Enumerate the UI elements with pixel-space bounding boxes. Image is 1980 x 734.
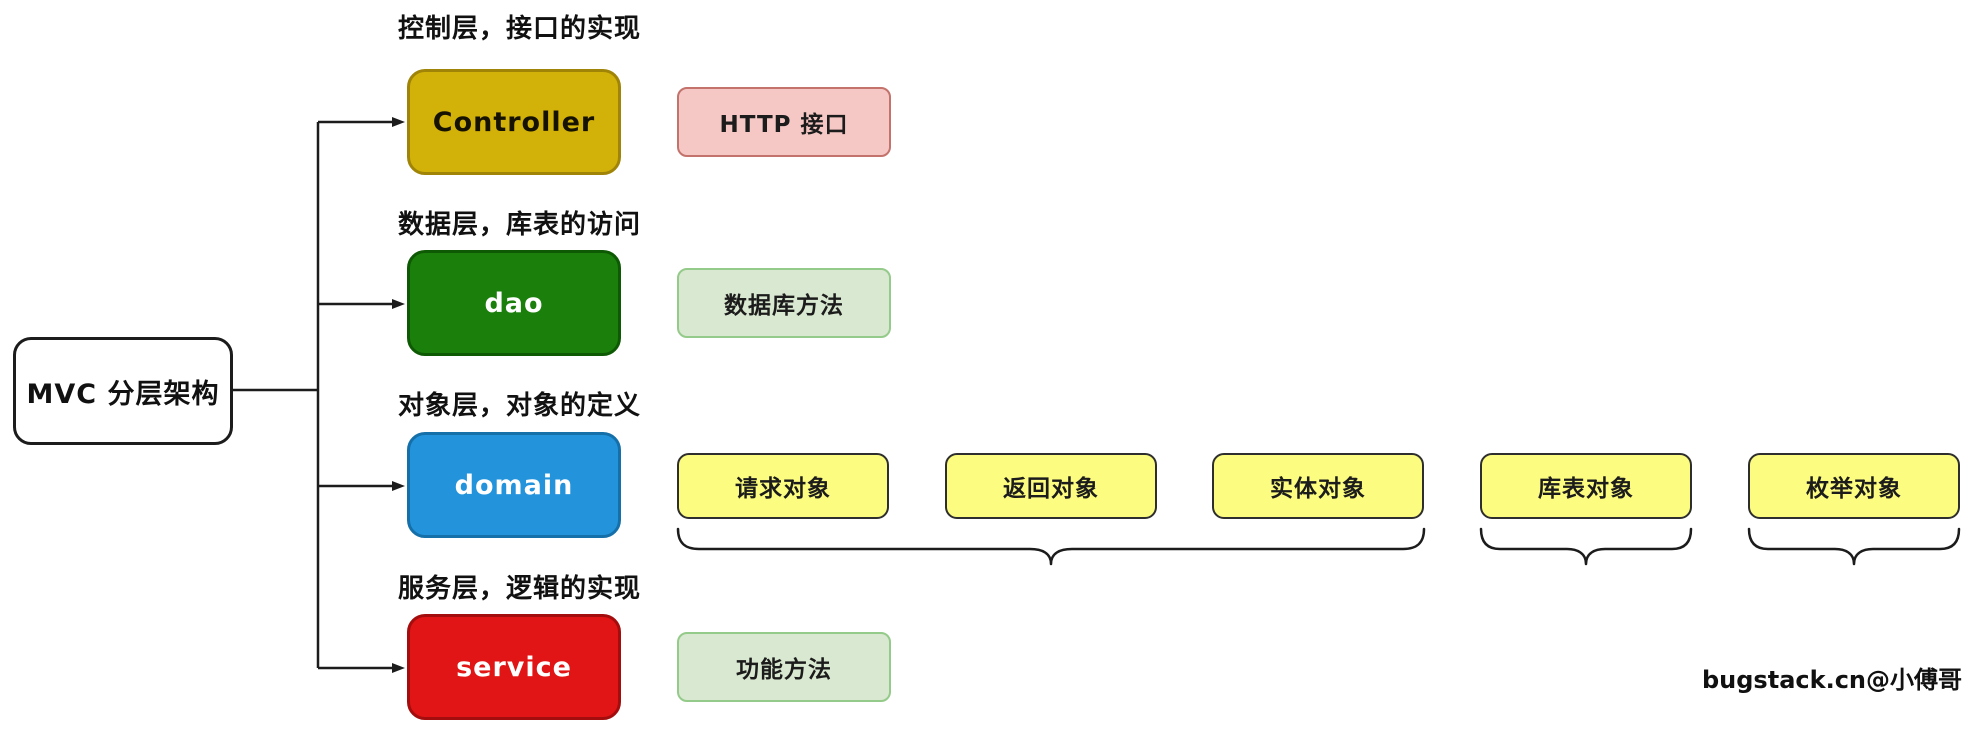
layer-node-controller: Controller — [407, 69, 621, 175]
brace-table-object — [1479, 527, 1693, 566]
object-box-table: 库表对象 — [1480, 453, 1692, 519]
layer-node-service: service — [407, 614, 621, 720]
object-box-table-label: 库表对象 — [1538, 476, 1634, 502]
object-box-entity-label: 实体对象 — [1270, 476, 1366, 502]
layer-node-controller-label: Controller — [432, 106, 596, 138]
root-node-mvc: MVC 分层架构 — [13, 337, 233, 445]
object-box-entity: 实体对象 — [1212, 453, 1424, 519]
object-box-request-label: 请求对象 — [735, 476, 831, 502]
annotation-database-methods-label: 数据库方法 — [724, 293, 844, 319]
object-box-enum-label: 枚举对象 — [1806, 476, 1902, 502]
layer-node-domain-label: domain — [454, 469, 574, 501]
brace-enum-object — [1747, 527, 1961, 566]
layer-node-dao-label: dao — [484, 287, 544, 319]
layer-heading-dao: 数据层，库表的访问 — [398, 210, 642, 240]
layer-heading-domain: 对象层，对象的定义 — [398, 391, 642, 421]
annotation-function-methods: 功能方法 — [677, 632, 891, 702]
layer-heading-controller: 控制层，接口的实现 — [398, 14, 642, 44]
object-box-response-label: 返回对象 — [1003, 476, 1099, 502]
object-box-response: 返回对象 — [945, 453, 1157, 519]
object-box-request: 请求对象 — [677, 453, 889, 519]
annotation-http-interface-label: HTTP 接口 — [719, 112, 849, 138]
layer-heading-service: 服务层，逻辑的实现 — [398, 574, 642, 604]
layer-node-dao: dao — [407, 250, 621, 356]
annotation-http-interface: HTTP 接口 — [677, 87, 891, 157]
root-node-label: MVC 分层架构 — [26, 378, 220, 410]
layer-node-domain: domain — [407, 432, 621, 538]
annotation-function-methods-label: 功能方法 — [736, 657, 832, 683]
layer-node-service-label: service — [456, 651, 572, 683]
brace-request-return-entity-objects — [676, 527, 1426, 566]
object-box-enum: 枚举对象 — [1748, 453, 1960, 519]
watermark-text: bugstack.cn@小傅哥 — [1701, 666, 1962, 694]
annotation-database-methods: 数据库方法 — [677, 268, 891, 338]
